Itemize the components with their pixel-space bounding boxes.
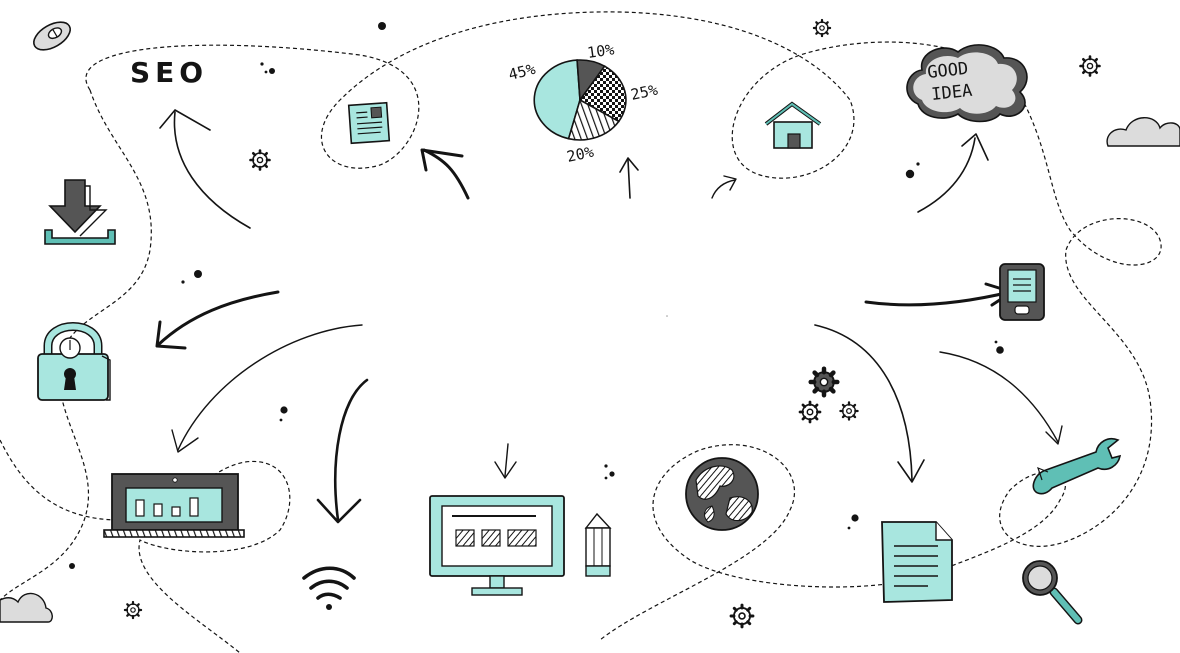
mouse-icon <box>33 21 71 51</box>
pie-slice-45 <box>533 59 581 140</box>
monitor-icon <box>429 495 565 596</box>
document-icon <box>347 101 391 145</box>
laptop-icon <box>103 473 245 538</box>
thought-bubble-icon: GOOD IDEA <box>906 44 1028 123</box>
magnifier-icon <box>1022 560 1083 625</box>
dashed-loops <box>0 11 1162 653</box>
house-icon <box>764 101 822 149</box>
pie-slice-25 <box>578 65 627 123</box>
globe-icon <box>685 457 759 531</box>
pie-slice-20 <box>567 98 620 141</box>
good-text: GOOD <box>926 59 969 83</box>
cloud-icon-right <box>1106 117 1180 147</box>
wifi-icon <box>302 566 356 610</box>
pie-label-20: 20% <box>565 143 595 166</box>
smartphone-icon <box>999 263 1045 321</box>
download-icon <box>44 179 116 245</box>
gear-icon <box>123 600 143 620</box>
gear-icon <box>1079 55 1101 77</box>
pie-label-25: 25% <box>629 81 659 104</box>
pie-label-45: 45% <box>507 60 538 84</box>
gear-icon <box>729 603 755 629</box>
padlock-icon <box>37 322 111 401</box>
gear-icon <box>249 149 271 171</box>
ink-dots <box>69 22 1004 569</box>
pie-chart-icon: 45% 10% 25% 20% <box>507 40 660 166</box>
paper-document-icon <box>881 521 953 603</box>
pie-label-10: 10% <box>586 40 615 62</box>
wrench-icon <box>1032 437 1122 495</box>
gears-icon <box>798 366 859 424</box>
cloud-icon <box>0 592 53 623</box>
gear-icon <box>812 18 832 38</box>
seo-text: SEO <box>130 56 208 89</box>
arrows <box>155 109 1063 524</box>
idea-text: IDEA <box>930 81 973 105</box>
seo-label: SEO <box>130 56 208 89</box>
center-dot <box>666 315 668 317</box>
pencil-icon <box>584 512 612 577</box>
